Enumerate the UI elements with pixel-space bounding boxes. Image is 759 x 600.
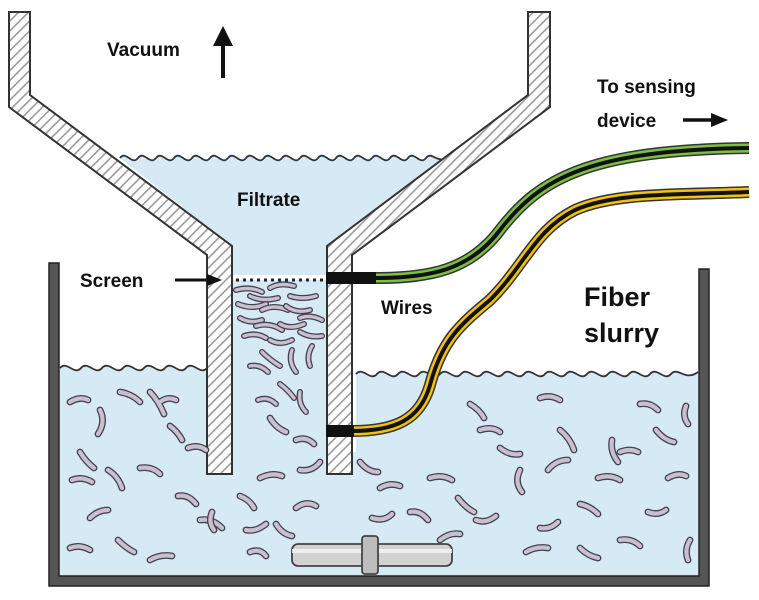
fiber	[247, 548, 269, 559]
fiber	[248, 294, 280, 302]
fiber	[467, 401, 487, 421]
fiber	[238, 316, 264, 324]
filtrate-liquid	[120, 155, 448, 275]
fiber	[278, 322, 306, 329]
fiber	[137, 465, 163, 477]
fiber	[175, 493, 199, 507]
slurry-fibers	[66, 388, 694, 564]
fiber	[268, 282, 296, 290]
fiber	[105, 467, 125, 491]
fiber	[67, 396, 91, 405]
filtrate-label: Filtrate	[237, 190, 300, 211]
fiber	[236, 302, 268, 309]
fiber	[278, 382, 296, 400]
fiber-slurry-label-line1: Fiber	[584, 282, 651, 312]
arrow-right-icon	[683, 113, 728, 127]
to-sensing-label-line2: device	[597, 111, 656, 132]
fiber	[87, 507, 111, 521]
stirrer	[291, 535, 453, 575]
fiber	[682, 403, 691, 427]
fiber	[645, 507, 669, 516]
fiber	[293, 436, 317, 447]
filtrate-surface	[119, 154, 449, 162]
fiber	[288, 294, 318, 300]
fiber	[185, 444, 209, 453]
arrow-up-icon	[213, 26, 233, 78]
fiber	[298, 314, 324, 322]
fiber	[234, 286, 264, 294]
fiber	[293, 501, 319, 511]
fiber	[284, 304, 312, 314]
fiber	[288, 348, 298, 374]
fiber	[595, 474, 623, 483]
fiber	[297, 459, 323, 473]
fiber	[537, 519, 561, 531]
fiber	[306, 344, 314, 368]
fiber	[268, 338, 294, 345]
fiber	[437, 531, 463, 543]
fiber	[653, 427, 677, 445]
fiber	[545, 457, 571, 473]
fiber	[117, 389, 143, 405]
fiber	[243, 521, 269, 533]
fiber-mat	[233, 281, 325, 415]
fiber	[256, 396, 278, 406]
fiber	[477, 426, 503, 435]
fiber	[617, 447, 641, 455]
fiber	[455, 495, 477, 515]
fiber	[637, 401, 661, 413]
fiber	[617, 537, 643, 549]
fiber	[297, 390, 308, 414]
fiber	[523, 545, 551, 555]
fiber	[407, 509, 431, 523]
fiber	[77, 449, 97, 471]
fiber	[69, 476, 95, 485]
fiber	[537, 394, 563, 403]
fiber	[260, 350, 282, 368]
fiber	[577, 501, 601, 517]
slurry-surface-right	[355, 370, 699, 378]
fiber	[684, 537, 693, 563]
fiber	[557, 427, 577, 453]
fiber	[665, 472, 689, 481]
fiber	[427, 474, 455, 483]
fiber	[273, 521, 295, 539]
fiber	[257, 472, 285, 481]
fiber	[577, 545, 601, 561]
fiber	[208, 509, 217, 533]
vacuum-label: Vacuum	[107, 40, 180, 61]
wires-label: Wires	[381, 298, 433, 319]
fiber	[242, 332, 268, 340]
fiber-slurry-label-line2: slurry	[584, 318, 659, 348]
fiber	[67, 544, 93, 553]
slurry-surface-left	[59, 364, 208, 372]
fiber	[115, 537, 137, 555]
fiber	[377, 482, 403, 491]
screen-label: Screen	[80, 271, 143, 292]
fiber	[267, 415, 289, 435]
fiber	[237, 493, 257, 511]
fiber	[369, 511, 395, 522]
fiber	[248, 363, 270, 374]
fiber	[147, 553, 175, 563]
fiber	[515, 467, 525, 495]
fiber	[298, 330, 324, 339]
fiber	[95, 407, 105, 437]
fiber	[254, 322, 284, 332]
fiber	[497, 445, 523, 457]
fiber	[167, 423, 185, 443]
container-wall	[48, 262, 710, 587]
to-sensing-label-line1: To sensing	[597, 77, 696, 98]
fiber	[357, 459, 381, 475]
funnel-wall-left	[8, 11, 233, 475]
fiber	[147, 389, 179, 417]
yellow-wire	[326, 186, 750, 437]
screen-arrow-icon	[175, 274, 222, 286]
green-wire	[326, 142, 750, 284]
fiber	[609, 437, 621, 465]
funnel-wall-right	[326, 11, 551, 475]
fiber	[473, 513, 499, 524]
